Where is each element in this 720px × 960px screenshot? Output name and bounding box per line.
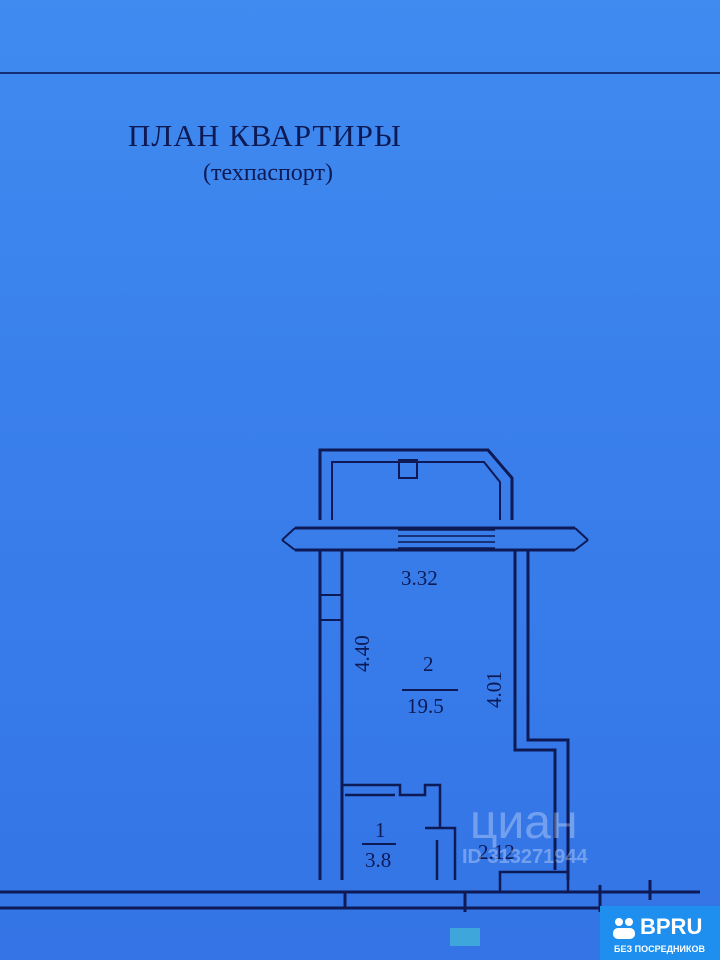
dimension-left: 4.40	[350, 635, 374, 672]
bpru-badge[interactable]: BPRU БЕЗ ПОСРЕДНИКОВ	[600, 906, 720, 960]
watermark-brand: циан	[470, 796, 578, 849]
room2-number: 2	[423, 652, 434, 676]
room1-number: 1	[375, 818, 386, 842]
dimension-top: 3.32	[401, 566, 438, 590]
watermark-id: ID 313271944	[462, 846, 588, 868]
people-icon	[613, 918, 635, 939]
document-subtitle: (техпаспорт)	[203, 160, 333, 186]
room1-area: 3.8	[365, 848, 392, 872]
badge-tagline: БЕЗ ПОСРЕДНИКОВ	[614, 944, 705, 954]
document-title: ПЛАН КВАРТИРЫ	[128, 118, 402, 153]
dimension-right: 4.01	[482, 671, 506, 708]
dimension-bottom: 2.12	[478, 840, 515, 864]
room2-area: 19.5	[407, 694, 444, 718]
badge-brand: BPRU	[640, 914, 703, 939]
page-top-border	[0, 72, 720, 74]
